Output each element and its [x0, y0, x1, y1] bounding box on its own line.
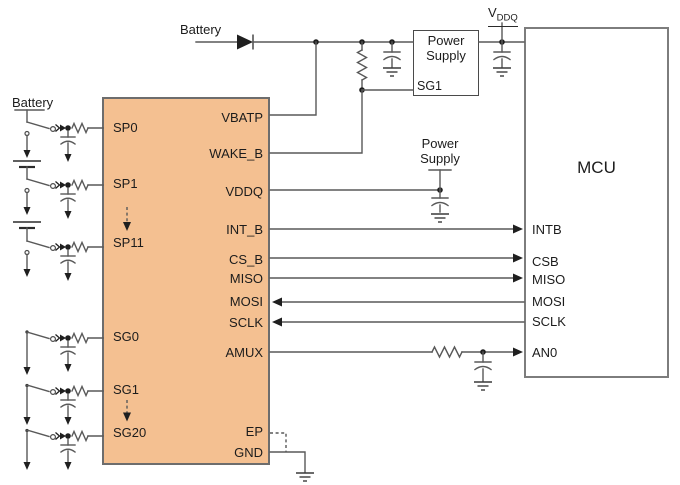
mcu-pin-label-an0: AN0 — [532, 345, 558, 360]
mcu-pin-label-miso: MISO — [532, 272, 566, 287]
cell-return-sp0 — [23, 130, 31, 158]
wire-miso — [269, 273, 523, 283]
wire-amux-an0 — [269, 345, 523, 359]
power-supply-sg1-pin-label: SG1 — [417, 79, 443, 93]
cell-tap-sp0 — [26, 121, 104, 163]
pullup-resistor-icon — [356, 41, 368, 93]
pin-label-gnd: GND — [234, 445, 263, 460]
wire-sclk — [272, 317, 525, 327]
ground-icon — [492, 67, 512, 77]
battery-rail — [195, 34, 414, 50]
cell-return-sg0 — [23, 330, 31, 375]
cell-tap-sg20 — [26, 429, 104, 471]
wire-vddq-pin — [269, 169, 452, 193]
mcu-pin-label-sclk: SCLK — [532, 314, 566, 329]
cell-return-sg20 — [23, 428, 31, 470]
wire-mosi — [272, 297, 525, 307]
pin-label-sp1: SP1 — [113, 176, 138, 191]
pin-label-ep: EP — [245, 424, 263, 439]
battery-top-label: Battery — [180, 22, 222, 37]
capacitor-icon — [473, 351, 493, 391]
battery-cell-icon — [13, 221, 41, 242]
power-supply-2-label: Power Supply — [420, 136, 460, 166]
pin-label-miso: MISO — [229, 271, 263, 286]
mcu-pin-label-csb: CSB — [532, 254, 559, 269]
battery-cell-icon — [13, 160, 41, 180]
pin-label-vbatp: VBATP — [221, 110, 263, 125]
resistor-icon — [431, 345, 463, 359]
wire-cs-b — [269, 253, 523, 263]
pin-label-wake-b: WAKE_B — [209, 146, 263, 161]
capacitor-icon — [382, 41, 402, 77]
battery-monitor-ic-box — [102, 97, 270, 465]
cell-return-sp1 — [23, 187, 31, 215]
cell-return-sp11 — [23, 249, 31, 277]
pin-label-sclk: SCLK — [229, 315, 263, 330]
mcu-pin-label-mosi: MOSI — [532, 294, 566, 309]
capacitor-icon — [492, 41, 512, 77]
pin-label-sp11: SP11 — [113, 235, 144, 250]
vddq-net-label: VDDQ — [488, 5, 518, 27]
cell-tap-sg0 — [26, 331, 104, 373]
ground-icon — [473, 381, 493, 391]
wire-int-b — [269, 224, 523, 234]
ground-icon — [430, 213, 450, 223]
battery-left-label: Battery — [12, 95, 54, 110]
wire-ep — [270, 432, 287, 452]
pin-label-sg0: SG0 — [113, 329, 140, 344]
cell-tap-sp1 — [26, 178, 104, 220]
pin-label-sp0: SP0 — [113, 120, 138, 135]
ground-icon — [382, 67, 402, 77]
mcu-pin-label-intb: INTB — [532, 222, 562, 237]
mcu-label: MCU — [577, 158, 616, 177]
pin-label-vddq: VDDQ — [225, 184, 263, 199]
wire-gnd — [269, 451, 315, 482]
power-supply-box-label: Power Supply — [426, 33, 466, 63]
pin-label-sg20: SG20 — [113, 425, 147, 440]
capacitor-icon — [430, 189, 450, 223]
wire-vbatp — [269, 41, 317, 116]
cell-return-sg1 — [23, 383, 31, 425]
cell-tap-sg1 — [26, 384, 104, 426]
pin-label-cs-b: CS_B — [229, 252, 263, 267]
pin-label-amux: AMUX — [225, 345, 263, 360]
ground-icon — [295, 472, 315, 482]
mcu-box — [524, 27, 669, 378]
cell-tap-sp11 — [26, 240, 104, 282]
battery-left-lead — [14, 109, 45, 123]
pin-label-sg1: SG1 — [113, 382, 140, 397]
wire-wake-b — [269, 89, 363, 154]
power-supply-box — [413, 30, 479, 96]
diode-icon — [237, 34, 254, 50]
pin-label-mosi: MOSI — [229, 294, 263, 309]
pin-label-int-b: INT_B — [226, 222, 263, 237]
